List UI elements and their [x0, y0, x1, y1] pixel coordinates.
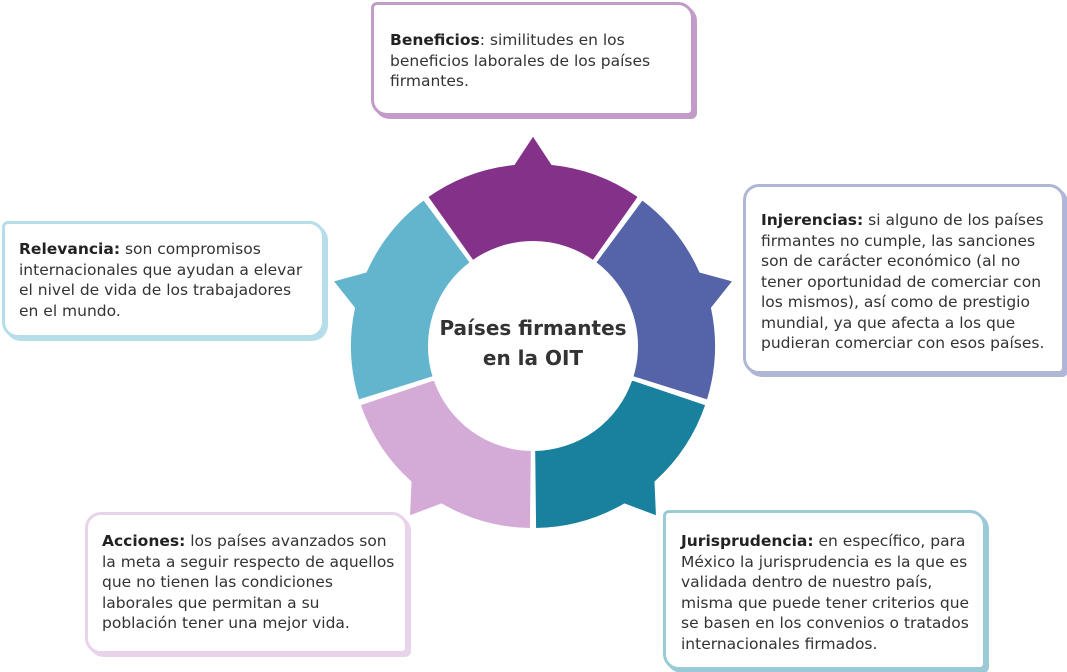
beneficios-text: Beneficios: similitudes en los beneficio…: [390, 31, 651, 90]
relevancia-description: son compromisos internacionales que ayud…: [19, 240, 303, 320]
injerencias-term: Injerencias:: [761, 211, 864, 229]
jurisprudencia-text: Jurisprudencia: en específico, para Méxi…: [681, 531, 977, 654]
acciones-description: los países avanzados son la meta a segui…: [102, 532, 395, 632]
jurisprudencia-card: Jurisprudencia: en específico, para Méxi…: [663, 510, 986, 670]
injerencias-text: Injerencias: si alguno de los países fir…: [761, 210, 1057, 354]
beneficios-description: similitudes en los beneficios laborales …: [390, 31, 651, 90]
relevancia-term: Relevancia:: [19, 240, 121, 258]
acciones-card: Acciones: los países avanzados son la me…: [85, 512, 408, 654]
jurisprudencia-term: Jurisprudencia:: [681, 532, 814, 550]
center-title-line-1: Países firmantes: [439, 316, 627, 340]
relevancia-text: Relevancia: son compromisos internaciona…: [19, 239, 315, 321]
injerencias-card: Injerencias: si alguno de los países fir…: [743, 184, 1065, 374]
center-circle: [429, 242, 637, 450]
beneficios-term: Beneficios: [390, 31, 480, 49]
acciones-term: Acciones:: [102, 532, 186, 550]
center-title-line-2: en la OIT: [482, 346, 584, 370]
beneficios-card: Beneficios: similitudes en los beneficio…: [371, 2, 694, 116]
jurisprudencia-description: en específico, para México la jurisprude…: [681, 532, 970, 653]
acciones-text: Acciones: los países avanzados son la me…: [102, 531, 398, 634]
center-title: Países firmantes en la OIT: [405, 313, 661, 373]
relevancia-card: Relevancia: son compromisos internaciona…: [2, 221, 325, 338]
injerencias-description: si alguno de los países firmantes no cum…: [761, 211, 1045, 352]
